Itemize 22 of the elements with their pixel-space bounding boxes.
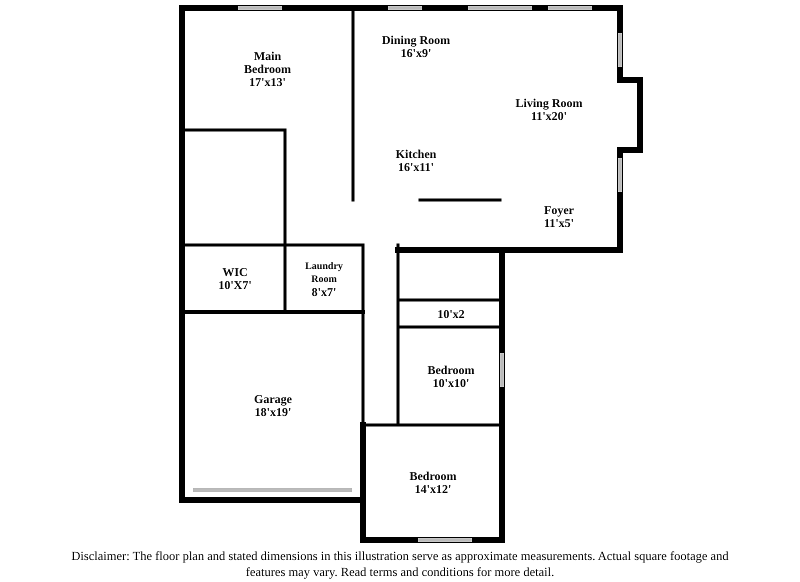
room-name: Bedroom (427, 364, 475, 376)
room-name: Garage (254, 393, 292, 406)
room-name: Laundry Room (304, 260, 344, 286)
room-name: WIC (222, 266, 248, 279)
room-name: Foyer (544, 204, 574, 217)
room-name: Living Room (515, 97, 582, 110)
room-dimensions: 18'x19' (254, 406, 292, 419)
room-dimensions: 10'x10' (432, 376, 470, 390)
room-dimensions: 16'x11' (398, 161, 434, 174)
room-name: Bedroom (409, 470, 457, 483)
room-dimensions: 16'x9' (400, 47, 432, 60)
room-dimensions: 10'x2 (437, 308, 465, 320)
disclaimer-text: Disclaimer: The floor plan and stated dimensions in this illustration serve as approximate measurements. Actual square footage and features may vary. Read terms and conditions for more detail. (70, 548, 730, 580)
room-name: Kitchen (396, 148, 436, 161)
room-name: Dining Room (382, 34, 450, 47)
room-dimensions: 10'X7' (218, 279, 252, 292)
room-dimensions: 17'x13' (249, 76, 286, 88)
room-dimensions: 8'x7' (312, 286, 336, 298)
room-dimensions: 11'x5' (544, 217, 574, 230)
room-dimensions: 11'x20' (530, 110, 567, 123)
room-name: Main Bedroom (242, 50, 292, 76)
room-dimensions: 14'x12' (414, 483, 452, 496)
